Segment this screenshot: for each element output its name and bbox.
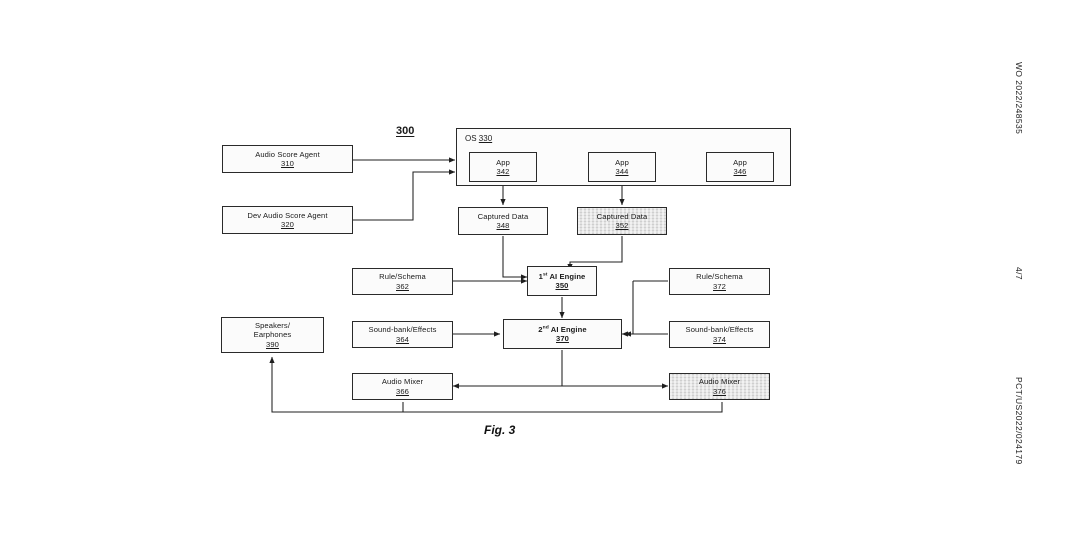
node-label: Rule/Schema <box>696 272 743 282</box>
node-captured-data-352[interactable]: Captured Data 352 <box>577 207 667 235</box>
node-second-ai-engine[interactable]: 2nd AI Engine 370 <box>503 319 622 349</box>
node-number: 372 <box>713 281 726 291</box>
node-number: 310 <box>281 159 294 168</box>
node-number: 390 <box>266 339 279 349</box>
node-rule-schema-372[interactable]: Rule/Schema 372 <box>669 268 770 295</box>
node-number: 344 <box>615 167 629 176</box>
application-number: PCT/US2022/024179 <box>1014 377 1024 465</box>
node-label: Audio Score Agent <box>255 149 320 159</box>
node-label: Rule/Schema <box>379 272 426 282</box>
page-number: 4/7 <box>1014 267 1024 281</box>
node-audio-mixer-366[interactable]: Audio Mixer 366 <box>352 373 453 400</box>
node-app-346[interactable]: App 346 <box>706 152 774 182</box>
node-label: Captured Data <box>477 211 529 221</box>
figure-caption: Fig. 3 <box>484 423 516 437</box>
node-captured-data-348[interactable]: Captured Data 348 <box>458 207 548 235</box>
node-label: Dev Audio Score Agent <box>247 210 328 220</box>
node-label: Sound-bank/Effects <box>368 325 437 335</box>
node-number: 352 <box>615 221 629 230</box>
node-sound-bank-364[interactable]: Sound-bank/Effects 364 <box>352 321 453 348</box>
node-speakers-earphones[interactable]: Speakers/ Earphones 390 <box>221 317 324 353</box>
node-label: Captured Data <box>596 211 648 221</box>
diagram-number: 300 <box>396 125 415 137</box>
node-app-344[interactable]: App 344 <box>588 152 656 182</box>
node-label: Audio Mixer <box>381 377 424 387</box>
os-label-number: 330 <box>478 134 493 143</box>
node-label: App <box>496 157 510 167</box>
node-number: 350 <box>555 281 569 290</box>
node-number: 320 <box>281 220 294 229</box>
node-number: 366 <box>396 386 409 396</box>
node-dev-audio-score-agent[interactable]: Dev Audio Score Agent 320 <box>222 206 353 234</box>
node-number: 374 <box>713 334 726 344</box>
node-label: Audio Mixer <box>698 377 741 387</box>
os-container-label: OS 330 <box>465 134 492 143</box>
node-number: 346 <box>733 167 747 176</box>
node-label: Speakers/ Earphones <box>253 321 292 340</box>
node-rule-schema-362[interactable]: Rule/Schema 362 <box>352 268 453 295</box>
os-label-text: OS <box>465 134 477 143</box>
node-label: 1st AI Engine <box>538 271 586 281</box>
node-label: App <box>733 157 747 167</box>
node-audio-score-agent[interactable]: Audio Score Agent 310 <box>222 145 353 173</box>
node-number: 370 <box>556 334 569 343</box>
node-label: 2nd AI Engine <box>538 324 587 334</box>
node-number: 362 <box>396 281 409 291</box>
node-number: 342 <box>496 167 510 176</box>
publication-number: WO 2022/248535 <box>1014 62 1024 135</box>
node-audio-mixer-376[interactable]: Audio Mixer 376 <box>669 373 770 400</box>
node-label: App <box>615 157 629 167</box>
node-first-ai-engine[interactable]: 1st AI Engine 350 <box>527 266 597 296</box>
node-app-342[interactable]: App 342 <box>469 152 537 182</box>
node-number: 376 <box>713 386 726 396</box>
node-label: Sound-bank/Effects <box>685 325 754 335</box>
node-sound-bank-374[interactable]: Sound-bank/Effects 374 <box>669 321 770 348</box>
node-number: 348 <box>496 221 510 230</box>
node-number: 364 <box>396 334 409 344</box>
